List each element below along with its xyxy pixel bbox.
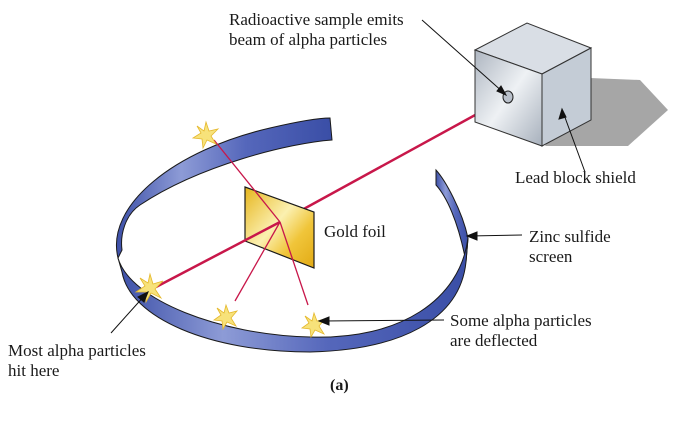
figure-caption: (a)	[330, 377, 349, 394]
label-source-line2: beam of alpha particles	[229, 30, 388, 49]
label-screen-line1: Zinc sulfide	[529, 227, 611, 246]
label-most-line2: hit here	[8, 361, 60, 380]
arrow-screen	[468, 234, 523, 237]
label-foil: Gold foil	[324, 222, 386, 241]
arrow-shield	[562, 111, 586, 173]
spark-deflected-2	[300, 311, 327, 339]
alpha-beam-through	[155, 220, 281, 289]
label-source-line1: Radioactive sample emits	[229, 10, 404, 29]
lead-block-side	[541, 47, 592, 147]
label-screen-line2: screen	[529, 247, 573, 266]
arrow-source	[421, 19, 505, 94]
label-source: Radioactive sample emits beam of alpha p…	[229, 10, 404, 50]
arrow-most	[110, 293, 147, 334]
gold-foil	[244, 186, 315, 269]
spark-most	[134, 272, 164, 304]
spark-deflected-1	[212, 303, 239, 331]
deflected-beam-3	[213, 139, 281, 223]
label-screen: Zinc sulfide screen	[529, 227, 611, 267]
screen-back-right	[435, 168, 469, 263]
label-most: Most alpha particles hit here	[8, 341, 146, 381]
spark-back	[191, 120, 220, 150]
label-most-line1: Most alpha particles	[8, 341, 146, 360]
label-shield: Lead block shield	[515, 168, 636, 187]
label-deflected-line2: are deflected	[450, 331, 538, 350]
label-deflected: Some alpha particles are deflected	[450, 311, 592, 351]
block-shadow	[545, 78, 668, 146]
alpha-beam-incoming	[279, 95, 509, 224]
arrow-deflected	[321, 319, 445, 322]
deflected-beam-2	[279, 221, 309, 306]
screen-front	[117, 237, 469, 353]
label-deflected-line1: Some alpha particles	[450, 311, 592, 330]
deflected-beam-1	[234, 221, 281, 302]
screen-back	[116, 117, 333, 260]
